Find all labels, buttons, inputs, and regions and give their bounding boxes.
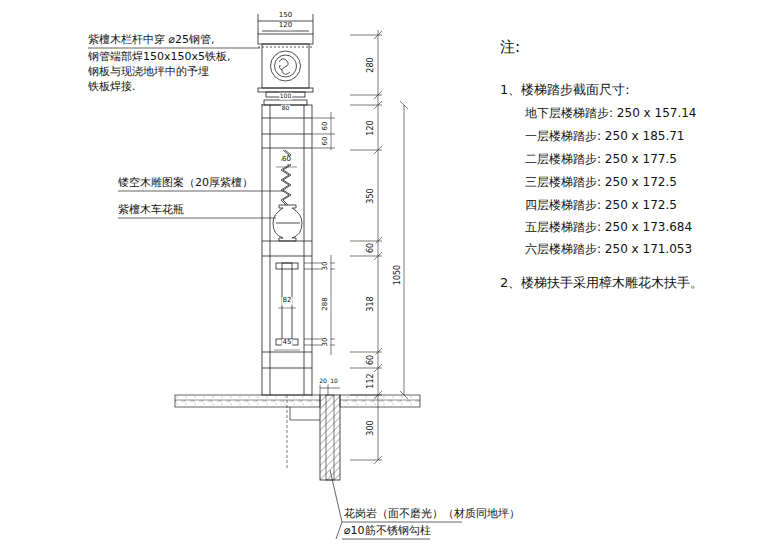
baluster-outline bbox=[258, 14, 313, 395]
extension-line bbox=[350, 352, 382, 353]
dimension: 60 bbox=[322, 136, 330, 147]
extension-line bbox=[350, 35, 382, 36]
note-text: 地下层楼梯踏步: 250 x 157.14 bbox=[525, 107, 696, 120]
dimension: 100 bbox=[279, 93, 292, 100]
floor-section bbox=[175, 395, 420, 480]
dimension: 318 bbox=[367, 295, 376, 312]
callout-text: 钢管端部焊150x150x5铁板, bbox=[88, 51, 231, 63]
dimension: 350 bbox=[367, 187, 376, 204]
callout-text: 钢板与现浇地坪中的予埋 bbox=[88, 66, 209, 78]
callout-text: 紫檀木车花瓶 bbox=[118, 204, 184, 216]
note-text: 六层楼梯踏步: 250 x 171.053 bbox=[525, 243, 692, 256]
dimension: 10 bbox=[329, 378, 339, 385]
dimension: 60 bbox=[281, 156, 292, 164]
dimension: 60 bbox=[367, 354, 376, 366]
extension-line bbox=[350, 368, 382, 369]
extension-line bbox=[350, 150, 382, 151]
dimension: 120 bbox=[278, 22, 293, 30]
note-text: 五层楼梯踏步: 250 x 173.684 bbox=[525, 221, 692, 234]
dimension: 82 bbox=[282, 297, 293, 305]
callout-text: 花岗岩（面不磨光）（材质同地坪） bbox=[344, 508, 520, 520]
extension-line bbox=[350, 460, 382, 461]
callout-text: 铁板焊接. bbox=[88, 81, 136, 93]
dimension: 60 bbox=[322, 121, 330, 132]
note-text: 二层楼梯踏步: 250 x 177.5 bbox=[525, 153, 677, 166]
dimension: 80 bbox=[281, 105, 291, 112]
leader-lines bbox=[88, 48, 462, 539]
dimension: 45 bbox=[282, 339, 293, 347]
callout-text: ⌀10筋不锈钢勾柱 bbox=[344, 525, 431, 537]
dimension: 60 bbox=[367, 242, 376, 254]
note-text: 2、楼梯扶手采用樟木雕花木扶手。 bbox=[500, 276, 703, 290]
note-text: 三层楼梯踏步: 250 x 172.5 bbox=[525, 176, 677, 189]
note-text: 1、楼梯踏步截面尺寸: bbox=[500, 83, 630, 97]
dimension: 150 bbox=[278, 12, 293, 20]
dimension: 120 bbox=[367, 119, 376, 136]
dimension: 1050 bbox=[394, 264, 403, 286]
notes-heading: 注: bbox=[500, 39, 520, 56]
extension-line bbox=[350, 256, 382, 257]
callout-text: 紫檀木栏杆中穿 ⌀25钢管, bbox=[88, 34, 215, 46]
dimension: 30 bbox=[322, 337, 330, 348]
dimension: 300 bbox=[367, 419, 376, 436]
dimension: 280 bbox=[367, 56, 376, 73]
callout-text: 镂空木雕图案（20厚紫檀） bbox=[118, 177, 253, 189]
dimension: 20 bbox=[318, 378, 328, 385]
extension-line bbox=[350, 105, 382, 106]
dimension: 30 bbox=[322, 261, 330, 272]
dimension: 112 bbox=[367, 372, 376, 389]
dimension: 288 bbox=[322, 296, 330, 311]
note-text: 一层楼梯踏步: 250 x 185.71 bbox=[525, 130, 684, 143]
extension-line bbox=[350, 95, 382, 96]
note-text: 四层楼梯踏步: 250 x 172.5 bbox=[525, 199, 677, 212]
